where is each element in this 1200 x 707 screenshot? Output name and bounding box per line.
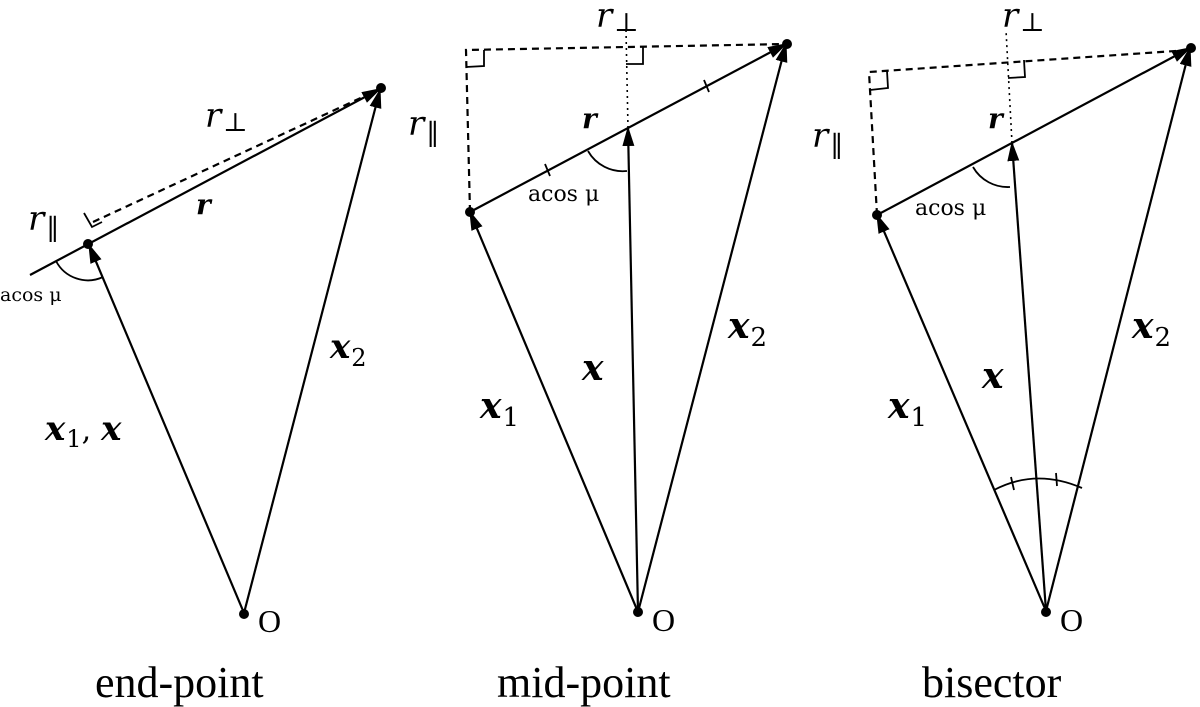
vector-x2 [1044, 46, 1192, 612]
angle-arc [972, 166, 1011, 188]
bisector-arc [993, 477, 1083, 491]
origin-label: O [258, 603, 281, 639]
r-label: r [582, 102, 599, 135]
right-angle-marker-left [465, 50, 485, 68]
r-perp-label: r⊥ [1002, 0, 1045, 38]
r-perp-dashed [92, 88, 381, 223]
vector-x1 [468, 210, 640, 613]
r-perp-label: r⊥ [596, 0, 639, 38]
right-angle-marker-top [626, 47, 644, 65]
r-perp-dotted [1005, 29, 1013, 144]
panel-mid-point: O mid-point r r⊥ r‖ acos μ x1 x x2 [408, 0, 792, 707]
point-x1 [465, 207, 475, 217]
r-par-dashed [464, 42, 788, 213]
vector-x1 [87, 243, 246, 614]
panel-bisector: O bisector r r⊥ r‖ acos μ x1 x x2 [812, 0, 1196, 707]
r-perp-label: r⊥ [205, 96, 248, 138]
angle-label: acos μ [915, 196, 986, 221]
origin-point [239, 609, 249, 619]
tick-mark [1055, 472, 1058, 487]
origin-label: O [652, 602, 675, 638]
caption-bisector: bisector [922, 658, 1062, 707]
r-par-label: r‖ [812, 116, 843, 160]
point-x2 [376, 83, 386, 93]
x2-label: x2 [1131, 305, 1171, 353]
tick-mark [544, 163, 551, 177]
right-angle-marker [83, 212, 103, 229]
tick-mark [1010, 476, 1015, 491]
point-x1 [872, 210, 882, 220]
caption-end-point: end-point [95, 658, 264, 707]
vector-x2 [636, 42, 788, 613]
angle-arc [587, 150, 628, 173]
r-par-label: r‖ [408, 104, 439, 148]
separation-vector-r [469, 43, 788, 213]
x2-label: x2 [329, 327, 367, 372]
x-label: x [581, 347, 604, 389]
x1-label: x1 [887, 385, 927, 433]
panel-end-point: O end-point r r⊥ r‖ acos μ x1,x x2 [0, 83, 386, 707]
origin-point [1041, 607, 1051, 617]
r-label: r [196, 188, 213, 221]
right-angle-marker-left [869, 70, 889, 91]
angle-label: acos μ [0, 284, 62, 306]
angle-arc [55, 260, 104, 282]
separation-vector-r [876, 47, 1192, 216]
origin-point [633, 607, 643, 617]
vector-x1 [875, 213, 1048, 612]
point-x1 [83, 239, 93, 249]
r-par-label: r‖ [28, 199, 59, 243]
vector-x [1007, 141, 1048, 612]
x1-label: x1 [479, 385, 519, 433]
point-x2 [782, 39, 792, 49]
vector-x [622, 126, 640, 613]
x-label: x [981, 355, 1004, 397]
x1-x-label: x1,x [44, 409, 122, 453]
x2-label: x2 [727, 305, 767, 353]
origin-label: O [1060, 602, 1083, 638]
r-label: r [988, 102, 1005, 135]
angle-label: acos μ [528, 182, 599, 207]
vector-x2 [242, 88, 382, 614]
point-x2 [1186, 43, 1196, 53]
r-perp-dotted [625, 29, 629, 129]
right-angle-marker-top [1007, 59, 1026, 79]
caption-mid-point: mid-point [497, 658, 671, 707]
tick-mark [703, 79, 710, 93]
